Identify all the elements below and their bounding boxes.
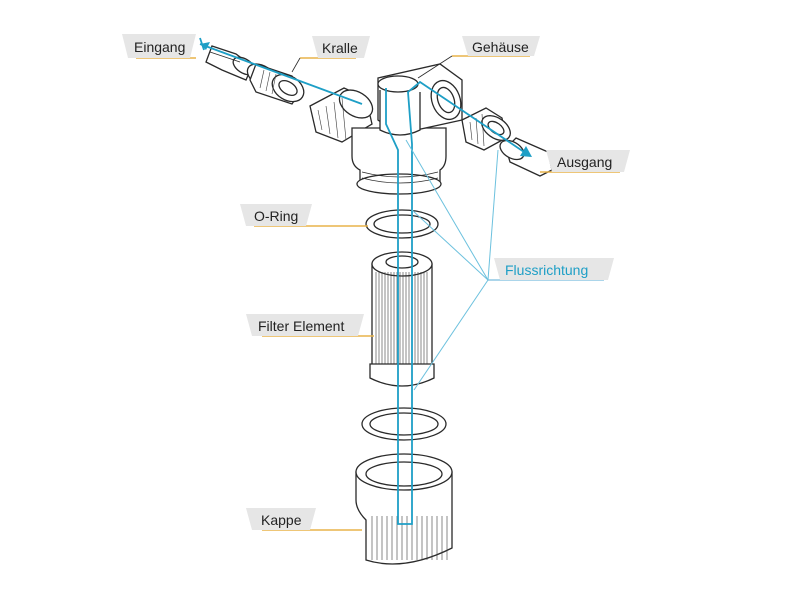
housing-body xyxy=(351,63,463,195)
cap xyxy=(355,453,453,565)
oring-lower xyxy=(361,407,447,441)
label-inlet: Eingang xyxy=(122,34,196,58)
label-filter: Filter Element xyxy=(246,314,364,336)
label-outlet: Ausgang xyxy=(546,150,630,172)
flow-path xyxy=(199,37,532,525)
label-cap-text: Kappe xyxy=(261,512,302,528)
label-cap: Kappe xyxy=(246,508,316,530)
label-oring: O-Ring xyxy=(240,204,312,226)
label-filter-text: Filter Element xyxy=(258,318,344,334)
filter-element xyxy=(369,251,435,387)
label-inlet-text: Eingang xyxy=(134,39,185,55)
claw-coupling xyxy=(246,63,305,105)
label-outlet-text: Ausgang xyxy=(557,154,612,170)
label-claw-text: Kralle xyxy=(322,40,358,56)
label-housing: Gehäuse xyxy=(462,36,540,56)
inlet-pipe xyxy=(205,45,256,81)
label-claw: Kralle xyxy=(312,36,370,58)
label-housing-text: Gehäuse xyxy=(472,39,529,55)
label-flow: Flussrichtung xyxy=(494,258,614,280)
label-oring-text: O-Ring xyxy=(254,208,298,224)
label-flow-text: Flussrichtung xyxy=(505,262,588,278)
